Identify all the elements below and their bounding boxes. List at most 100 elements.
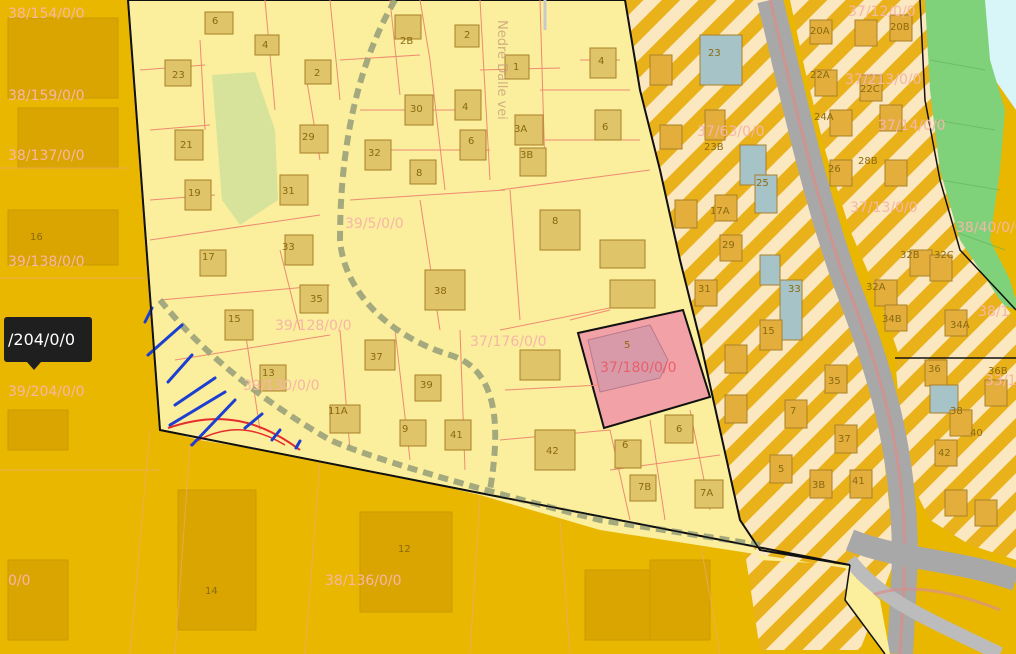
house-number: 32A (866, 282, 886, 293)
house-number: 2 (314, 68, 320, 79)
house-number: 31 (282, 186, 295, 197)
house-number: 8 (416, 168, 422, 179)
house-number: 22A (810, 70, 830, 81)
selected-plot-label: 37/180/0/0 (600, 360, 677, 376)
selected-plot-building (587, 324, 669, 393)
parcel-label: 38/159/0/0 (8, 88, 85, 104)
parcel-label: 39/5/0/0 (345, 216, 404, 232)
houses (164, 11, 724, 509)
road-name-label: Nedre Dalle vei (494, 20, 509, 120)
house-number: 34A (950, 320, 970, 331)
green-zone-contours (929, 59, 1006, 251)
house-number: 15 (228, 314, 241, 325)
house-number: 6 (676, 424, 682, 435)
house-numbers: 6 4 2 2B 2 1 4 23 30 4 3A 6 21 29 32 6 3… (30, 16, 1008, 597)
parcel-label: 37/63/0/0 (697, 124, 765, 140)
parcel-label: 38/154/0/0 (8, 6, 85, 22)
tooltip-arrow (27, 362, 41, 370)
parcel-label: 39/128/0/0 (275, 318, 352, 334)
park-area[interactable] (212, 72, 278, 225)
house-number: 4 (262, 40, 268, 51)
green-zone[interactable] (920, 0, 1016, 310)
parcel-labels: 38/154/0/0 38/159/0/0 38/137/0/0 39/138/… (8, 4, 1016, 589)
house-number: 30 (410, 104, 423, 115)
house-number: 6 (212, 16, 218, 27)
house-number: 14 (205, 586, 218, 597)
house-number: 6 (468, 136, 474, 147)
parcel-label: 38/40/0/0 (956, 220, 1016, 236)
red-boundary-line[interactable] (167, 418, 301, 451)
parcel-label: 39/138/0/0 (8, 254, 85, 270)
house-number: 31 (698, 284, 711, 295)
house-number: 12 (398, 544, 411, 555)
house-number: 33 (282, 242, 295, 253)
parcel-tooltip: /204/0/0 (4, 317, 92, 362)
house-number: 16 (30, 232, 43, 243)
house-number: 32C (934, 250, 954, 261)
house-number: 23 (172, 70, 185, 81)
parcel-label: 38/137/0/0 (8, 148, 85, 164)
parcel-label: 37/213/0/0 (845, 72, 922, 88)
house-number: 7B (638, 482, 651, 493)
hatched-houses (649, 14, 1008, 527)
house-number: 32 (368, 148, 381, 159)
house-number: 36 (928, 364, 941, 375)
highway-centerline (768, 0, 907, 654)
house-number: 11A (328, 406, 348, 417)
parcel-label: 38/1 (978, 304, 1009, 320)
parcel-label: 39/204/0/0 (8, 384, 85, 400)
house-number: 26 (828, 164, 841, 175)
house-number: 21 (180, 140, 193, 151)
house-number: 13 (262, 368, 275, 379)
house-number: 4 (598, 56, 604, 67)
house-number: 37 (370, 352, 383, 363)
parcel-label: 37/12/0/0 (848, 4, 916, 20)
house-number: 7A (700, 488, 713, 499)
parcel-label: 33/1 (985, 373, 1016, 389)
house-number: 38 (950, 406, 963, 417)
house-number: 17 (202, 252, 215, 263)
walking-path[interactable] (336, 0, 499, 491)
house-number: 3B (520, 150, 533, 161)
house-number: 32B (900, 250, 920, 261)
house-number: 35 (828, 376, 841, 387)
house-number: 7 (790, 406, 796, 417)
house-number: 24A (814, 112, 834, 123)
walking-path-south[interactable] (157, 298, 761, 548)
parcel-label: 39/130/0/0 (243, 378, 320, 394)
ramp-road[interactable] (845, 529, 1016, 591)
house-number: 17A (710, 206, 730, 217)
house-number: 33 (788, 284, 801, 295)
house-number: 5 (624, 340, 630, 351)
parcel-label: 37/14/0/0 (878, 118, 946, 134)
parcel-label: 37/176/0/0 (470, 334, 547, 350)
house-number: 9 (402, 424, 408, 435)
house-number: 2B (400, 36, 413, 47)
parcel-label: 38/136/0/0 (325, 573, 402, 589)
house-number: 41 (852, 476, 865, 487)
house-number: 20B (890, 22, 910, 33)
house-number: 29 (722, 240, 735, 251)
house-number: 20A (810, 26, 830, 37)
house-number: 3A (514, 124, 527, 135)
house-number: 25 (756, 178, 769, 189)
house-number: 34B (882, 314, 902, 325)
water-area[interactable] (980, 0, 1016, 110)
house-number: 2 (464, 30, 470, 41)
house-number: 8 (552, 216, 558, 227)
industrial-parcel-lines (0, 167, 721, 654)
house-number: 1 (513, 62, 519, 73)
zone-boundaries (127, 0, 1016, 654)
house-number: 40 (970, 428, 983, 439)
house-number: 42 (938, 448, 951, 459)
ramp-road-south[interactable] (844, 555, 1004, 654)
house-number: 28B (858, 156, 878, 167)
house-number: 29 (302, 132, 315, 143)
house-number: 38 (434, 286, 447, 297)
parcel-label: 0/0 (8, 573, 31, 589)
house-number: 23B (704, 142, 724, 153)
house-number: 5 (778, 464, 784, 475)
house-number: 6 (602, 122, 608, 133)
